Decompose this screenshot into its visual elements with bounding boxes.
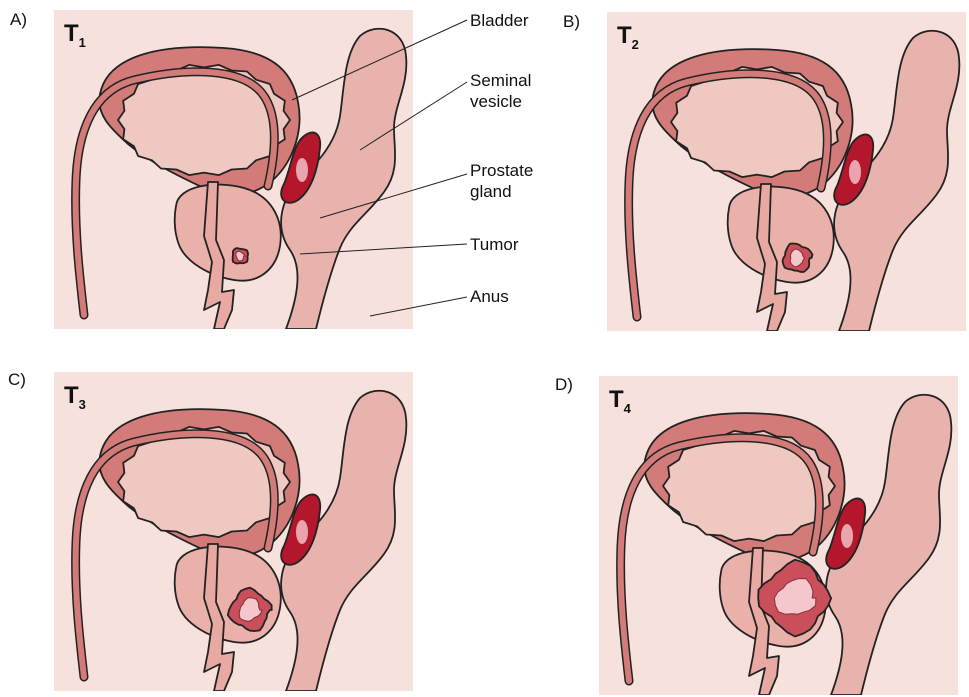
prostate-gland — [175, 547, 281, 643]
anatomy-illustration — [54, 372, 413, 691]
label-anus: Anus — [470, 286, 509, 307]
panel-letter-a: A) — [10, 10, 27, 30]
stage-label: T2 — [617, 22, 639, 52]
seminal-vesicle-highlight — [296, 158, 308, 182]
panel-d-t4: T4 — [599, 376, 958, 695]
panel-b-t2: T2 — [607, 12, 966, 331]
prostate-gland — [175, 185, 281, 281]
seminal-vesicle-highlight — [849, 160, 861, 184]
prostate-gland — [728, 187, 834, 283]
label-tumor: Tumor — [470, 234, 519, 255]
stage-label: T4 — [609, 386, 631, 416]
panel-a-t1: T1 — [54, 10, 413, 329]
panel-c-t3: T3 — [54, 372, 413, 691]
panel-letter-c: C) — [8, 370, 26, 390]
panel-letter-d: D) — [555, 375, 573, 395]
panel-letter-b: B) — [563, 12, 580, 32]
anatomy-illustration — [54, 10, 413, 329]
stage-label: T1 — [64, 20, 86, 50]
anatomy-illustration — [599, 376, 958, 695]
stage-label: T3 — [64, 382, 86, 412]
label-bladder: Bladder — [470, 10, 529, 31]
anatomy-illustration — [607, 12, 966, 331]
seminal-vesicle-highlight — [841, 524, 853, 548]
seminal-vesicle-highlight — [296, 520, 308, 544]
